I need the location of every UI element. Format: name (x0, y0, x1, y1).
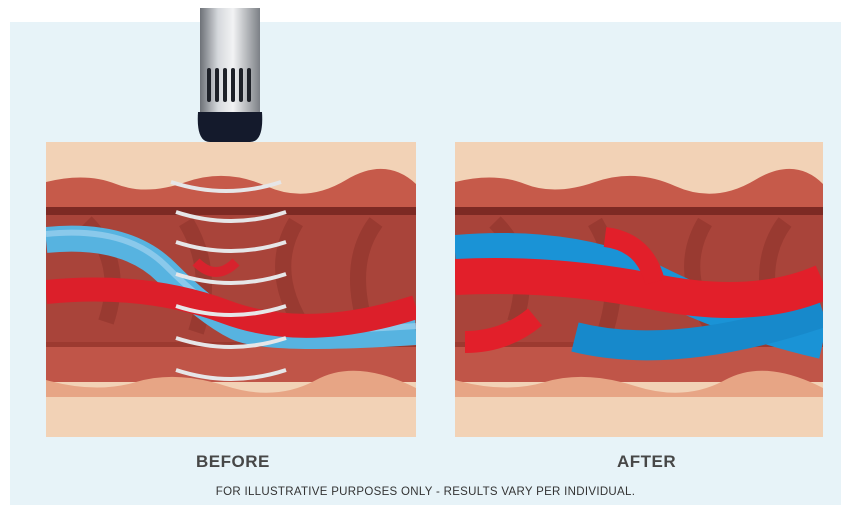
disclaimer-text: FOR ILLUSTRATIVE PURPOSES ONLY - RESULTS… (0, 486, 851, 498)
tissue-before-diagram (46, 142, 416, 437)
shockwave-probe-icon (190, 8, 270, 144)
tissue-after-diagram (455, 142, 823, 437)
after-label: AFTER (617, 452, 676, 472)
before-label: BEFORE (196, 452, 270, 472)
